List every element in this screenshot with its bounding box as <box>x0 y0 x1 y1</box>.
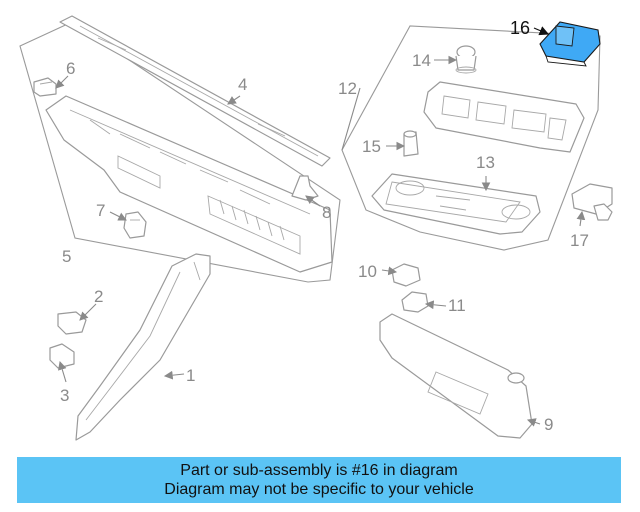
part-12-overhead-console[interactable] <box>423 81 585 153</box>
part-3-clip[interactable] <box>49 343 75 369</box>
callout-8: 8 <box>322 203 331 222</box>
callout-3: 3 <box>60 386 69 405</box>
callout-14: 14 <box>412 51 431 70</box>
part-1-pillar-trim[interactable] <box>75 253 211 441</box>
group-box-right <box>341 25 601 251</box>
callout-6: 6 <box>66 59 75 78</box>
callout-16: 16 <box>510 18 530 38</box>
part-2-clip[interactable] <box>57 311 87 335</box>
callout-4: 4 <box>238 75 247 94</box>
part-5-quarter-panel[interactable] <box>45 95 333 273</box>
part-4-trim-strip[interactable] <box>59 15 331 167</box>
banner-line-2: Diagram may not be specific to your vehi… <box>164 481 474 498</box>
callout-7: 7 <box>96 201 105 220</box>
callout-10: 10 <box>358 262 377 281</box>
callout-9: 9 <box>544 415 553 434</box>
part-15-bulb[interactable] <box>403 130 419 157</box>
info-banner: Part or sub-assembly is #16 in diagram D… <box>17 457 621 503</box>
part-16-highlighted[interactable] <box>539 21 601 67</box>
callout-15: 15 <box>362 137 381 156</box>
callout-17: 17 <box>570 231 589 250</box>
callout-1: 1 <box>186 366 195 385</box>
callout-5: 5 <box>62 247 71 266</box>
part-8-hook[interactable] <box>291 175 319 201</box>
part-7-clip[interactable] <box>123 211 147 239</box>
part-13-lamp-housing[interactable] <box>371 173 541 235</box>
part-11-clip[interactable] <box>401 291 429 313</box>
part-14-knob[interactable] <box>455 45 477 74</box>
banner-line-1: Part or sub-assembly is #16 in diagram <box>180 462 458 479</box>
part-17-connector[interactable] <box>571 183 613 221</box>
parts-diagram: 1 2 3 4 5 6 7 8 9 10 11 12 13 14 15 16 1… <box>19 15 613 441</box>
callout-11: 11 <box>448 296 466 315</box>
part-6-clip[interactable] <box>33 77 57 97</box>
part-9-sun-visor[interactable] <box>379 313 533 439</box>
callout-12: 12 <box>338 79 357 98</box>
part-10-bracket[interactable] <box>391 263 421 287</box>
callout-2: 2 <box>94 287 103 306</box>
callout-13: 13 <box>476 153 495 172</box>
